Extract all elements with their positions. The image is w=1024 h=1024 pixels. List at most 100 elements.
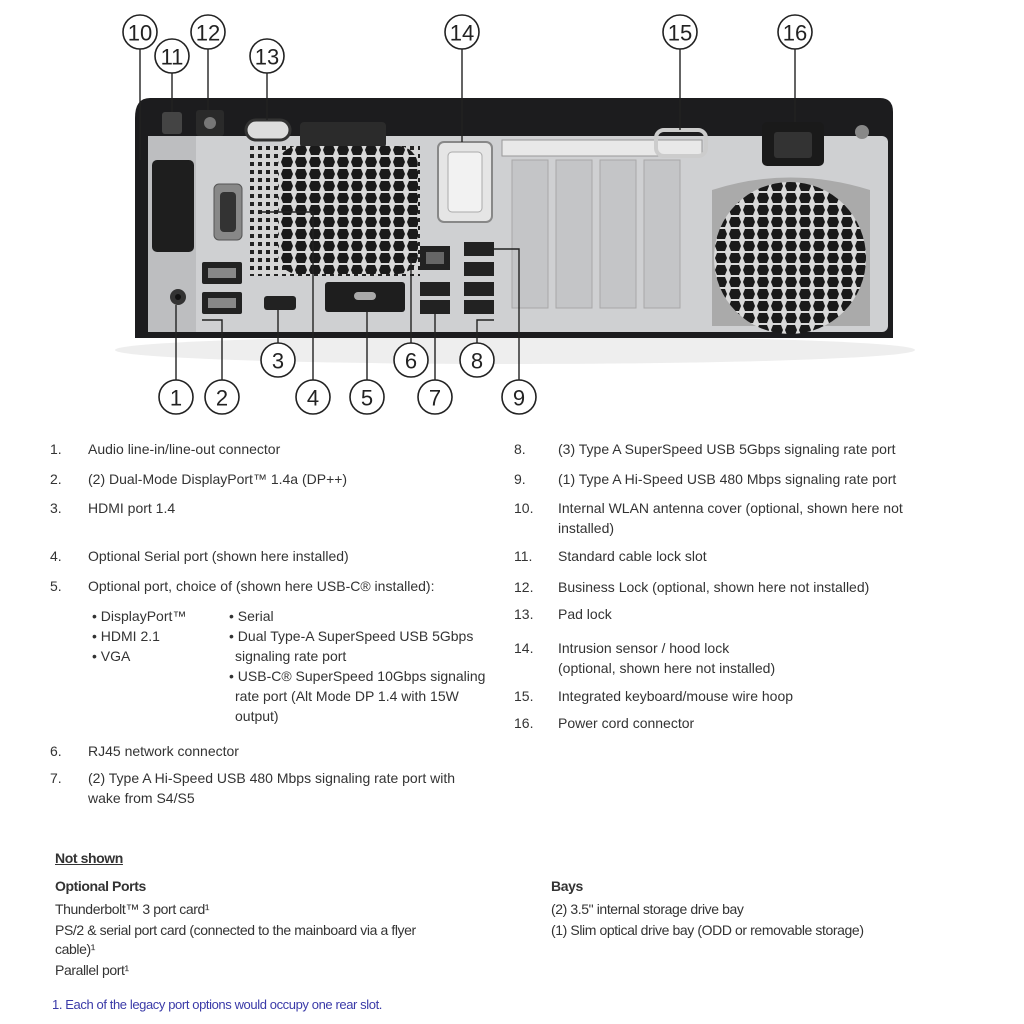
legend-number: 8. xyxy=(514,441,526,457)
callout-9: 9 xyxy=(501,379,537,415)
legend-text: Standard cable lock slot xyxy=(558,548,707,564)
option-list-2: • Serial • Dual Type-A SuperSpeed USB 5G… xyxy=(229,606,485,726)
legend-item: (1) Type A Hi-Speed USB 480 Mbps signali… xyxy=(558,469,896,489)
legend-item: Pad lock xyxy=(558,604,612,624)
callout-circle xyxy=(249,38,285,74)
bays-list: (2) 3.5" internal storage drive bay (1) … xyxy=(551,899,864,941)
optional-port-item: Thunderbolt™ 3 port card¹ xyxy=(55,901,210,917)
callout-number: 5 xyxy=(361,386,373,411)
legend-item: Optional Serial port (shown here install… xyxy=(88,546,349,566)
callout-circle xyxy=(190,14,226,50)
legend-number: 13. xyxy=(514,606,534,622)
callout-number: 16 xyxy=(783,21,807,46)
cable-lock-slot xyxy=(162,112,182,134)
legend-number: 3. xyxy=(50,500,62,516)
callout-number: 7 xyxy=(429,386,441,411)
callout-circle xyxy=(417,379,453,415)
legend-text: Internal WLAN antenna cover (optional, s… xyxy=(558,500,903,516)
legend-number: 10. xyxy=(514,500,534,516)
optional-port-item: cable)¹ xyxy=(55,941,95,957)
legend-text: RJ45 network connector xyxy=(88,743,239,759)
optional-ports-heading: Optional Ports xyxy=(55,878,146,894)
legend-item: Intrusion sensor / hood lock (optional, s… xyxy=(558,638,775,678)
callout-5: 5 xyxy=(349,379,385,415)
callout-circle xyxy=(154,38,190,74)
legend-text: Intrusion sensor / hood lock xyxy=(558,640,730,656)
callout-circle xyxy=(459,342,495,378)
legend-number: 9. xyxy=(514,471,526,487)
legend-text: (2) Type A Hi-Speed USB 480 Mbps signali… xyxy=(88,770,456,786)
option-item: output) xyxy=(235,708,279,724)
callout-circle xyxy=(260,342,296,378)
legend-text: Audio line-in/line-out connector xyxy=(88,441,281,457)
callout-circle xyxy=(777,14,813,50)
legend-number: 2. xyxy=(50,471,62,487)
callout-number: 14 xyxy=(450,21,474,46)
callout-number: 3 xyxy=(272,349,284,374)
option-item: signaling rate port xyxy=(235,648,347,664)
callout-10: 10 xyxy=(122,14,158,50)
callout-number: 2 xyxy=(216,386,228,411)
legend-item: Optional port, choice of (shown here USB… xyxy=(88,576,434,596)
legend-text: (1) Type A Hi-Speed USB 480 Mbps signali… xyxy=(558,471,897,487)
option-item: • Serial xyxy=(229,608,274,624)
callout-circle xyxy=(444,14,480,50)
option-item: • DisplayPort™ xyxy=(92,608,187,624)
callout-number: 6 xyxy=(405,349,417,374)
callout-6: 6 xyxy=(393,342,429,378)
legend-text: Pad lock xyxy=(558,606,612,622)
optional-port-item: PS/2 & serial port card (connected to th… xyxy=(55,922,416,938)
legend-text-cont: (optional, shown here not installed) xyxy=(558,660,776,676)
legend-number: 16. xyxy=(514,715,534,731)
callout-2: 2 xyxy=(204,379,240,415)
callout-11: 11 xyxy=(154,38,190,74)
legend-number: 5. xyxy=(50,578,62,594)
legend-text: Business Lock (optional, shown here not … xyxy=(558,579,870,595)
legend-text: (3) Type A SuperSpeed USB 5Gbps signalin… xyxy=(558,441,896,457)
callout-number: 1 xyxy=(170,386,182,411)
legend-text-cont: wake from S4/S5 xyxy=(88,790,195,806)
legend-number: 12. xyxy=(514,579,534,595)
callout-16: 16 xyxy=(777,14,813,50)
legend-text: Integrated keyboard/mouse wire hoop xyxy=(558,688,794,704)
legend-text: HDMI port 1.4 xyxy=(88,500,176,516)
pad-lock-loop xyxy=(244,118,292,142)
callout-8: 8 xyxy=(459,342,495,378)
legend-item: Internal WLAN antenna cover (optional, s… xyxy=(558,498,903,538)
callout-circle xyxy=(349,379,385,415)
callout-number: 8 xyxy=(471,349,483,374)
callout-circle xyxy=(158,379,194,415)
legend-item: RJ45 network connector xyxy=(88,741,239,761)
legend-item: (2) Dual-Mode DisplayPort™ 1.4a (DP++) xyxy=(88,469,347,489)
callout-number: 12 xyxy=(196,21,220,46)
footnote: 1. Each of the legacy port options would… xyxy=(52,997,383,1012)
legend-text-cont: installed) xyxy=(558,520,615,536)
option-item: • USB-C® SuperSpeed 10Gbps signaling xyxy=(229,668,486,684)
bays-heading: Bays xyxy=(551,878,583,894)
legend-item: Standard cable lock slot xyxy=(558,546,707,566)
legend-item: HDMI port 1.4 xyxy=(88,498,175,518)
callout-circle xyxy=(122,14,158,50)
callout-number: 9 xyxy=(513,386,525,411)
legend-item: (3) Type A SuperSpeed USB 5Gbps signalin… xyxy=(558,439,896,459)
legend-text: (2) Dual-Mode DisplayPort™ 1.4a (DP++) xyxy=(88,471,348,487)
callout-15: 15 xyxy=(662,14,698,50)
legend-number: 4. xyxy=(50,548,62,564)
legend-number: 11. xyxy=(514,548,533,564)
legend-text: Power cord connector xyxy=(558,715,695,731)
callout-number: 13 xyxy=(255,45,279,70)
not-shown-heading: Not shown xyxy=(55,850,123,866)
optional-ports-list: Thunderbolt™ 3 port card¹ PS/2 & serial … xyxy=(55,899,416,981)
legend-text: Optional Serial port (shown here install… xyxy=(88,548,349,564)
legend-item: Integrated keyboard/mouse wire hoop xyxy=(558,686,793,706)
callout-circle xyxy=(295,379,331,415)
option-item: rate port (Alt Mode DP 1.4 with 15W xyxy=(235,688,459,704)
callout-12: 12 xyxy=(190,14,226,50)
option-item: • Dual Type-A SuperSpeed USB 5Gbps xyxy=(229,628,474,644)
legend-item: Audio line-in/line-out connector xyxy=(88,439,280,459)
callout-circle xyxy=(501,379,537,415)
callout-4: 4 xyxy=(295,379,331,415)
callout-13: 13 xyxy=(249,38,285,74)
option-list-1: • DisplayPort™ • HDMI 2.1 • VGA xyxy=(92,606,186,666)
